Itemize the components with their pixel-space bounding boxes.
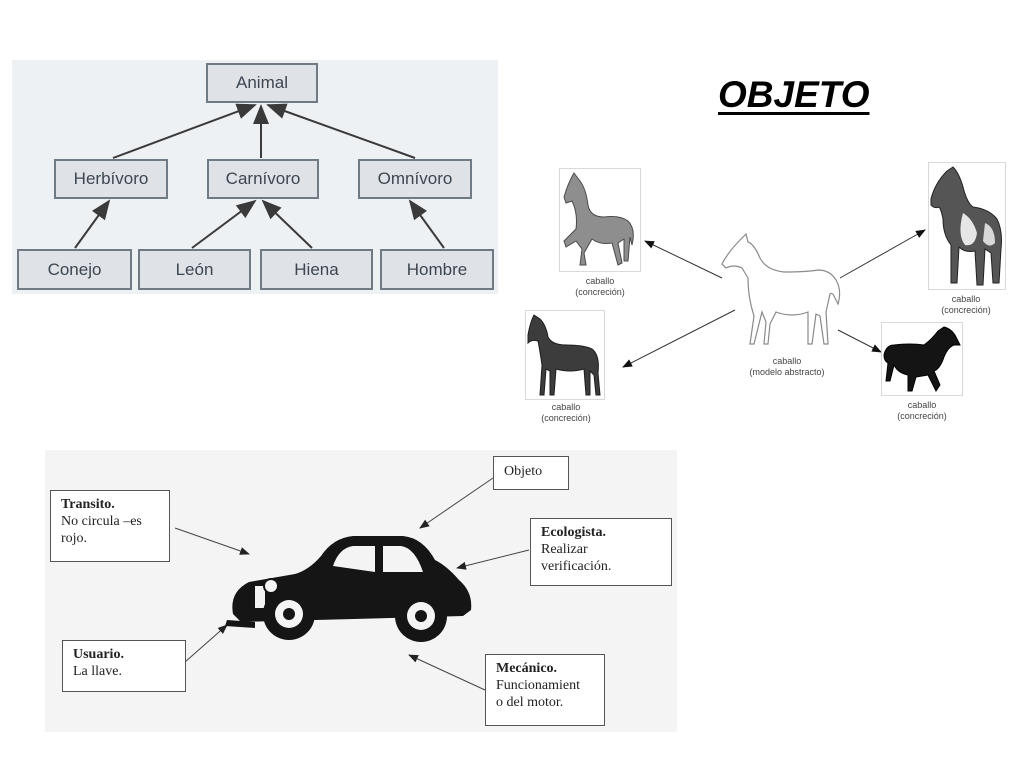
- caption-abstract-line2: (modelo abstracto): [749, 367, 825, 377]
- connector-hiena-carnivoro: [261, 199, 313, 249]
- horse-grey-icon: [563, 172, 634, 266]
- note-ecologista-line2: verificación.: [541, 559, 612, 574]
- arrow-to-horse-top-left: [644, 240, 723, 279]
- node-carnivoro: Carnívoro: [207, 159, 319, 199]
- node-omnivoro: Omnívoro: [358, 159, 472, 199]
- arrow-transito: [174, 527, 250, 555]
- note-mecanico: Mecánico. Funcionamient o del motor.: [485, 654, 605, 726]
- caption-horse-top-right: caballo (concreción): [921, 294, 1011, 316]
- arrow-usuario: [184, 624, 228, 663]
- note-mecanico-line2: o del motor.: [496, 695, 564, 710]
- horse-arrows: [622, 229, 926, 368]
- caption-abstract-line1: caballo: [772, 356, 802, 366]
- note-ecologista-title: Ecologista.: [541, 525, 606, 540]
- horse-black-frame: [881, 322, 963, 396]
- animal-taxonomy-diagram: Animal Herbívoro Carnívoro Omnívoro Cone…: [12, 60, 498, 294]
- note-transito: Transito. No circula –es rojo.: [50, 490, 170, 562]
- node-leon: León: [138, 249, 251, 290]
- caption-bottom-right-line2: (concreción): [897, 411, 947, 421]
- note-mecanico-line1: Funcionamient: [496, 678, 580, 693]
- abstract-horse-icon: [721, 232, 841, 345]
- arrow-to-horse-bottom-right: [837, 329, 882, 353]
- caption-top-right-line2: (concreción): [941, 305, 991, 315]
- horse-pinto-icon: [930, 166, 1002, 286]
- horse-darkgrey-frame: [525, 310, 605, 400]
- caption-bottom-right-line1: caballo: [907, 400, 937, 410]
- connector-omnivoro-animal: [266, 103, 416, 159]
- arrow-ecologista: [456, 549, 530, 570]
- caption-top-left-line2: (concreción): [575, 287, 625, 297]
- car-arrows: [174, 477, 530, 691]
- note-ecologista-line1: Realizar: [541, 542, 588, 557]
- caption-bottom-left-line2: (concreción): [541, 413, 591, 423]
- node-hombre: Hombre: [380, 249, 494, 290]
- taxonomy-connectors: [74, 103, 445, 249]
- horse-black-icon: [883, 326, 961, 392]
- note-transito-line2: rojo.: [61, 531, 88, 546]
- connector-herbivoro-animal: [112, 103, 257, 159]
- caption-top-left-line1: caballo: [585, 276, 615, 286]
- note-transito-title: Transito.: [61, 497, 115, 512]
- horse-object-diagram: caballo (modelo abstracto) caballo (conc…: [515, 150, 1015, 430]
- caption-horse-top-left: caballo (concreción): [555, 276, 645, 298]
- node-conejo: Conejo: [17, 249, 132, 290]
- note-transito-line1: No circula –es: [61, 514, 142, 529]
- note-usuario-line1: La llave.: [73, 664, 122, 679]
- horse-darkgrey-icon: [527, 314, 601, 396]
- node-herbivoro: Herbívoro: [54, 159, 168, 199]
- note-usuario: Usuario. La llave.: [62, 640, 186, 692]
- note-ecologista: Ecologista. Realizar verificación.: [530, 518, 672, 586]
- caption-top-right-line1: caballo: [951, 294, 981, 304]
- node-animal: Animal: [206, 63, 318, 103]
- arrow-mecanico: [408, 654, 486, 691]
- caption-abstract-horse: caballo (modelo abstracto): [727, 356, 847, 378]
- car-viewpoints-diagram: Objeto Transito. No circula –es rojo. Ec…: [45, 450, 677, 732]
- connector-leon-carnivoro: [191, 199, 257, 249]
- horse-pinto-frame: [928, 162, 1006, 290]
- caption-horse-bottom-right: caballo (concreción): [877, 400, 967, 422]
- note-mecanico-title: Mecánico.: [496, 661, 558, 676]
- connector-hombre-omnivoro: [408, 199, 445, 249]
- caption-bottom-left-line1: caballo: [551, 402, 581, 412]
- connector-conejo-herbivoro: [74, 199, 111, 249]
- car-icon: [225, 536, 472, 642]
- note-usuario-title: Usuario.: [73, 647, 124, 662]
- horse-grey-frame: [559, 168, 641, 272]
- page-title: OBJETO: [718, 74, 870, 115]
- arrow-to-horse-top-right: [839, 229, 926, 279]
- arrow-to-horse-bottom-left: [622, 309, 736, 368]
- caption-horse-bottom-left: caballo (concreción): [521, 402, 611, 424]
- arrow-objeto: [419, 477, 494, 529]
- label-objeto: Objeto: [493, 456, 569, 490]
- node-hiena: Hiena: [260, 249, 373, 290]
